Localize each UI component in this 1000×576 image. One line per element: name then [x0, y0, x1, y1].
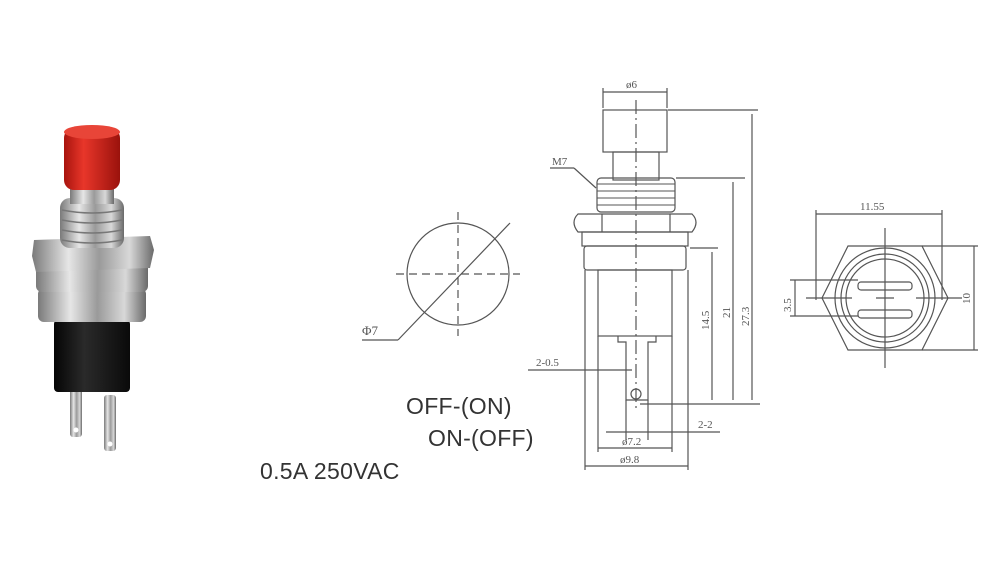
hex-width-label: 11.55 — [860, 201, 885, 213]
outer-diameter-label: ø9.8 — [620, 454, 640, 466]
mode-off-on: OFF-(ON) — [406, 393, 512, 419]
inner-diameter-label: ø7.2 — [622, 436, 641, 448]
black-body — [54, 320, 130, 392]
hex-flat-label: 10 — [961, 293, 973, 305]
terminal-pitch-label: 3.5 — [782, 298, 794, 312]
terminal-left — [70, 385, 82, 437]
side-view-diagram — [528, 88, 760, 470]
cap-diameter-label: ø6 — [626, 79, 638, 91]
product-photo — [32, 125, 154, 451]
bottom-view-diagram — [790, 210, 978, 368]
thread-label: M7 — [552, 156, 568, 168]
height-thread-label: 21 — [721, 307, 733, 318]
terminal-spacing-label: 2-2 — [698, 419, 713, 431]
mode-on-off: ON-(OFF) — [428, 425, 534, 451]
height-total-label: 27.3 — [740, 306, 752, 326]
cutout-diameter-label: Φ7 — [362, 323, 379, 338]
rating-label: 0.5A 250VAC — [260, 458, 400, 484]
terminal-hole-label: 2-0.5 — [536, 357, 559, 369]
height-body-label: 14.5 — [700, 310, 712, 330]
red-cap — [64, 128, 120, 190]
terminal-right — [104, 395, 116, 451]
